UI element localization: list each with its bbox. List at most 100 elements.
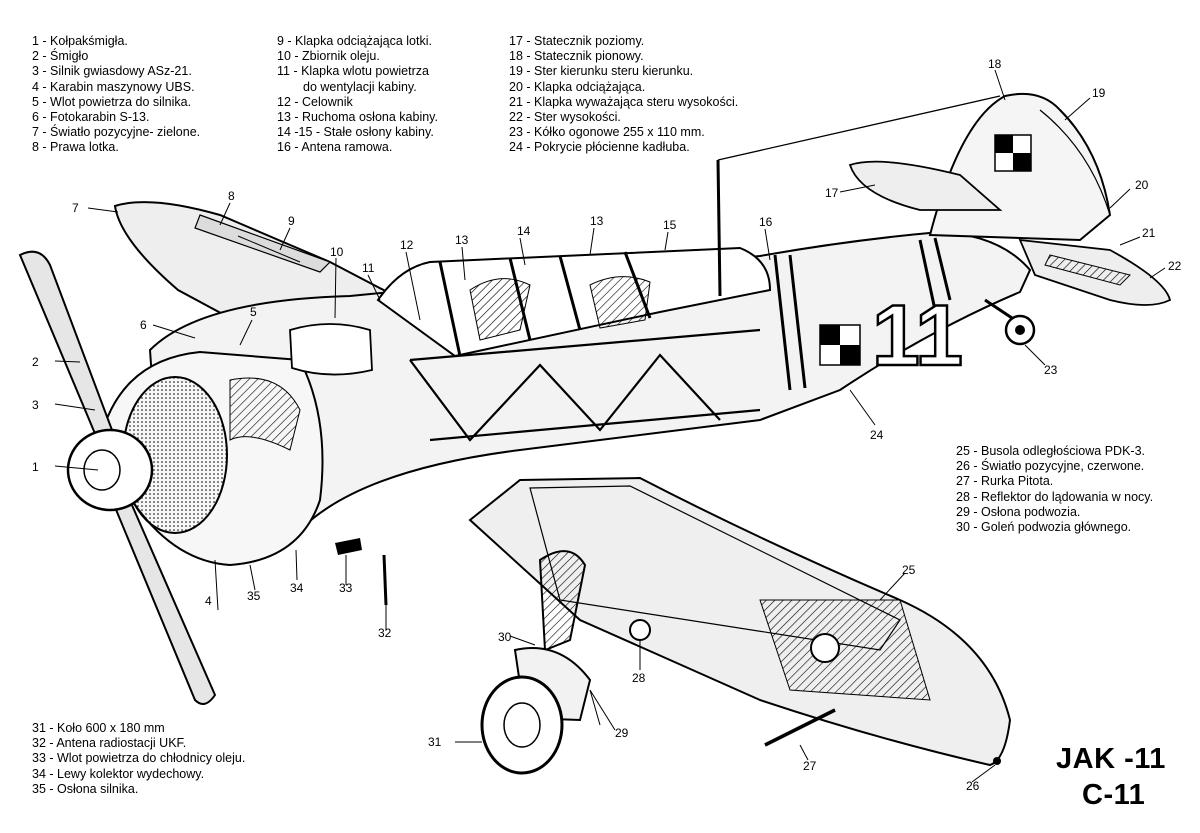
callout-28: 28: [632, 671, 646, 685]
legend-item: 19 - Ster kierunku steru kierunku.: [509, 64, 694, 79]
callout-18: 18: [988, 57, 1002, 71]
callout-25: 25: [902, 563, 916, 577]
propeller-blade-upper: [18, 250, 114, 438]
callout-13a: 13: [455, 233, 469, 247]
legend-item: 8 - Prawa lotka.: [32, 140, 119, 155]
main-wheel: [480, 675, 564, 775]
callout-14: 14: [517, 224, 531, 238]
legend-item: 35 - Osłona silnika.: [32, 781, 139, 796]
antenna-wire: [717, 95, 1001, 161]
pitot-tube: [764, 708, 836, 747]
callout-24: 24: [870, 428, 884, 442]
radio-antenna: [382, 554, 388, 606]
fuselage-stripes: [773, 237, 952, 391]
legend-item: 32 - Antena radiostacji UKF.: [32, 736, 187, 751]
callout-7: 7: [72, 201, 79, 215]
callout-19: 19: [1092, 86, 1106, 100]
callout-22: 22: [1168, 259, 1182, 273]
legend-item: 14 -15 - Stałe osłony kabiny.: [277, 125, 434, 140]
callout-5: 5: [250, 305, 257, 319]
legend-item: 6 - Fotokarabin S-13.: [32, 110, 150, 125]
legend-item: 29 - Osłona podwozia.: [956, 504, 1081, 519]
pilot-seat-front: [469, 278, 531, 341]
callout-32: 32: [378, 626, 392, 640]
legend-item: 27 - Rurka Pitota.: [956, 474, 1054, 489]
legend-item: 4 - Karabin maszynowy UBS.: [32, 79, 195, 94]
callout-4: 4: [205, 594, 212, 608]
legend-item: 13 - Ruchoma osłona kabiny.: [277, 110, 438, 125]
diagram-title: JAK -11: [1056, 743, 1166, 775]
callout-12: 12: [400, 238, 414, 252]
legend-item: 9 - Klapka odciążająca lotki.: [277, 34, 432, 48]
landing-gear-strut: [538, 550, 587, 652]
fuselage-truss: [409, 328, 761, 442]
legend-item: 5 - Wlot powietrza do silnika.: [32, 94, 192, 109]
right-aileron: [194, 214, 332, 273]
legend-column-2: 9 - Klapka odciążająca lotki. 10 - Zbior…: [277, 34, 438, 156]
aileron-trim-tab: [237, 235, 301, 263]
callout-21: 21: [1142, 226, 1156, 240]
propeller-blade-lower: [110, 494, 217, 705]
legend-item: 2 - Śmigło: [32, 49, 89, 64]
oil-tank: [289, 323, 373, 376]
legend-item: 33 - Wlot powietrza do chłodnicy oleju.: [32, 751, 246, 766]
callout-13b: 13: [590, 214, 604, 228]
legend-item: do wentylacji kabiny.: [303, 79, 417, 94]
legend-item: 11 - Klapka wlotu powietrza: [277, 64, 429, 79]
diagram-subtitle: C-11: [1082, 779, 1146, 811]
legend-item: 21 - Klapka wyważająca steru wysokości.: [509, 94, 739, 109]
legend-item: 31 - Koło 600 x 180 mm: [32, 721, 165, 735]
legend-item: 1 - Kołpakśmigła.: [32, 34, 128, 48]
legend-item: 16 - Antena ramowa.: [277, 140, 393, 155]
elevator-trim-tab: [1044, 254, 1131, 286]
wing-cutaway-section: [759, 599, 931, 701]
pilot-seat-rear: [589, 276, 651, 329]
legend-item: 10 - Zbiornik oleju.: [277, 49, 380, 64]
legend-column-1: 1 - Kołpakśmigła. 2 - Śmigło 3 - Silnik …: [32, 34, 200, 156]
propeller-spinner: [66, 428, 154, 512]
callout-6: 6: [140, 318, 147, 332]
legend-item: 7 - Światło pozycyjne- zielone.: [32, 125, 201, 140]
engine-accessory: [229, 377, 301, 451]
callouts: 1 2 3 4 5 6 7 8 9 10 11 12 13 13 14 15 1…: [32, 57, 1182, 793]
callout-8: 8: [228, 189, 235, 203]
legend-item: 18 - Statecznik pionowy.: [509, 49, 644, 64]
callout-10: 10: [330, 245, 344, 259]
legend-item: 17 - Statecznik poziomy.: [509, 34, 645, 48]
horizontal-stabilizer-right: [848, 160, 1003, 211]
callout-29: 29: [615, 726, 629, 740]
tail-wheel-strut: [984, 298, 1016, 322]
legend-item: 20 - Klapka odciążająca.: [509, 79, 646, 94]
legend-item: 34 - Lewy kolektor wydechowy.: [32, 766, 205, 781]
callout-15: 15: [663, 218, 677, 232]
legend-item: 22 - Ster wysokości.: [509, 110, 621, 125]
legend-item: 28 - Reflektor do lądowania w nocy.: [956, 489, 1154, 504]
landing-light: [629, 619, 651, 641]
legend-item: 24 - Pokrycie płócienne kadłuba.: [509, 140, 690, 155]
callout-33: 33: [339, 581, 353, 595]
legend-item: 26 - Światło pozycyjne, czerwone.: [956, 459, 1145, 474]
legend-item: 25 - Busola odległościowa PDK-3.: [956, 444, 1145, 458]
canopy: [376, 246, 772, 358]
legend-item: 30 - Goleń podwozia głównego.: [956, 520, 1132, 535]
legend-column-3: 17 - Statecznik poziomy. 18 - Statecznik…: [509, 34, 738, 156]
callout-20: 20: [1135, 178, 1149, 192]
callout-30: 30: [498, 630, 512, 644]
callout-1: 1: [32, 460, 39, 474]
wingtip-red-light: [993, 757, 1001, 765]
compass-housing: [810, 633, 840, 663]
callout-17: 17: [825, 186, 839, 200]
legend-item: 23 - Kółko ogonowe 255 x 110 mm.: [509, 125, 705, 140]
antenna-mast: [716, 159, 722, 297]
rudder-hinge: [1039, 109, 1111, 216]
legend-item: 12 - Celownik: [277, 94, 353, 109]
callout-26: 26: [966, 779, 980, 793]
fuselage-number: 11: [872, 288, 963, 384]
callout-3: 3: [32, 398, 39, 412]
callout-34: 34: [290, 581, 304, 595]
callout-35: 35: [247, 589, 261, 603]
callout-2: 2: [32, 355, 39, 369]
callout-11: 11: [362, 261, 375, 275]
